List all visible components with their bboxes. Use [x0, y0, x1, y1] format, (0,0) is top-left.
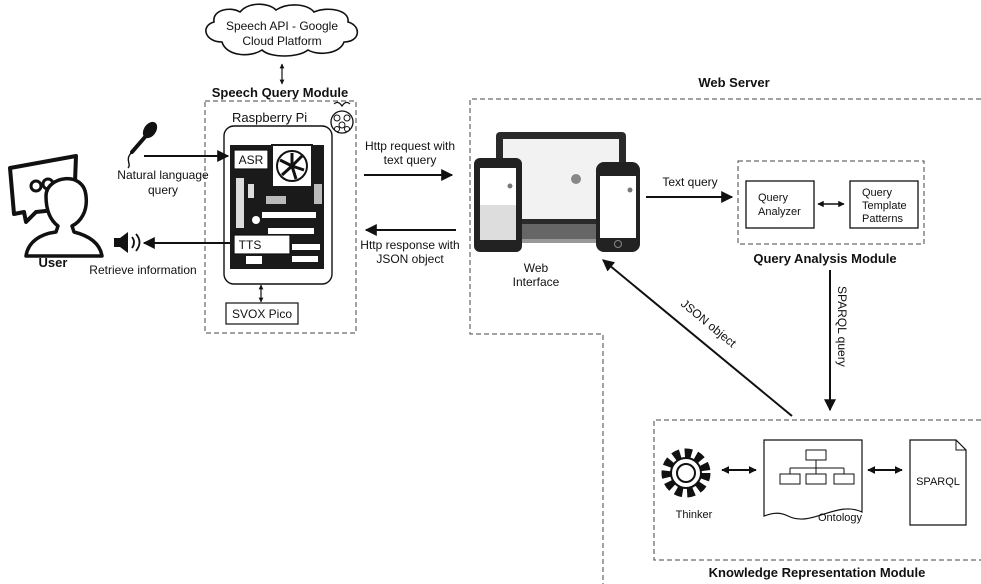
- web-interface-line2: Interface: [513, 275, 560, 289]
- sparql-doc-label: SPARQL: [916, 476, 960, 488]
- gear-icon: [661, 448, 711, 498]
- cloud-label-line2: Cloud Platform: [242, 34, 321, 48]
- web-server-box: [469, 98, 981, 584]
- web-server-title: Web Server: [698, 75, 769, 90]
- sparql-query-label: SPARQL query: [835, 286, 849, 367]
- user-icon: [8, 154, 104, 258]
- http-request-line2: text query: [384, 153, 437, 167]
- raspberry-pi-icon: [330, 101, 354, 134]
- user-label: User: [39, 255, 68, 270]
- query-template-line1: Query: [862, 187, 892, 199]
- thinker-label: Thinker: [676, 509, 713, 521]
- cloud-label-line1: Speech API - Google: [226, 19, 338, 33]
- asr-box: [233, 149, 269, 170]
- text-query-label: Text query: [662, 175, 717, 189]
- ontology-label: Ontology: [818, 512, 863, 524]
- knowledge-module-title: Knowledge Representation Module: [709, 565, 926, 580]
- ontology-icon: [763, 439, 863, 520]
- json-object-label: JSON object: [678, 297, 739, 351]
- query-analyzer-line1: Query: [758, 192, 788, 204]
- microphone-icon: [127, 121, 158, 169]
- sparql-document-icon: [909, 439, 967, 526]
- http-request-line1: Http request with: [365, 139, 455, 153]
- query-template-line2: Template: [862, 200, 907, 212]
- query-analysis-title: Query Analysis Module: [753, 251, 896, 266]
- asr-label: ASR: [239, 153, 264, 167]
- tts-box: [233, 234, 291, 255]
- speech-api-cloud: Speech API - Google Cloud Platform: [205, 3, 359, 57]
- query-analyzer-box: [745, 180, 815, 229]
- query-template-box: [849, 180, 919, 229]
- raspberry-pi-label: Raspberry Pi: [232, 110, 307, 125]
- svox-label: SVOX Pico: [232, 307, 292, 321]
- natural-query-line2: query: [148, 183, 178, 197]
- web-interface-line1: Web: [524, 261, 549, 275]
- devices-icon: [474, 132, 640, 252]
- json-object-arrow: [602, 259, 793, 417]
- speech-module-title: Speech Query Module: [212, 85, 349, 100]
- query-analyzer-line2: Analyzer: [758, 206, 801, 218]
- query-template-line3: Patterns: [862, 213, 903, 225]
- http-response-line1: Http response with: [360, 238, 459, 252]
- svox-box: [225, 302, 299, 325]
- retrieve-label: Retrieve information: [89, 263, 196, 277]
- http-response-line2: JSON object: [376, 252, 444, 266]
- speaker-icon: [114, 232, 141, 253]
- speech-module-box: [204, 100, 357, 334]
- tts-label: TTS: [239, 238, 262, 252]
- query-analysis-box: [737, 160, 925, 245]
- knowledge-module-box: [653, 419, 981, 561]
- natural-query-line1: Natural language: [117, 168, 209, 182]
